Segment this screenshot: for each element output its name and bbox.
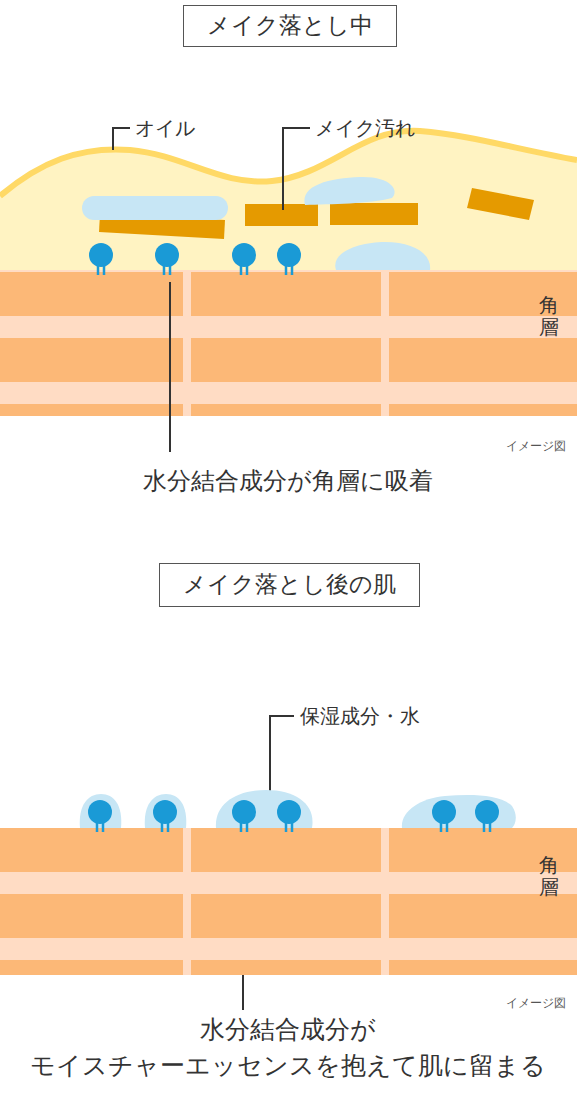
- annotation: メイク汚れ: [315, 114, 415, 143]
- layer-name: 角層: [539, 854, 559, 898]
- annotation: オイル: [135, 114, 195, 143]
- annotation: 水分結合成分が モイスチャーエッセンスを抱えて肌に留まる: [3, 1012, 573, 1085]
- annotation: 水分結合成分が角層に吸着: [143, 464, 433, 499]
- heading-box: メイク落とし中: [183, 5, 397, 47]
- water-binding-molecules: [89, 243, 301, 275]
- water-binding-molecules: [88, 800, 499, 832]
- heading-text: メイク落とし後の肌: [183, 571, 396, 597]
- annotation: イメージ図: [506, 438, 566, 455]
- skin-layer: [0, 828, 577, 975]
- heading-box: メイク落とし後の肌: [159, 563, 420, 607]
- skin-band: 角層: [0, 270, 577, 416]
- moisture: [82, 177, 430, 270]
- annotation: 保湿成分・水: [300, 702, 420, 731]
- heading-text: メイク落とし中: [207, 12, 373, 38]
- layer-name: 角層: [539, 294, 559, 338]
- skin-band: 角層: [0, 828, 577, 975]
- skin-layer: [0, 270, 577, 416]
- oil-surface: [0, 131, 577, 196]
- annotation: イメージ図: [506, 995, 566, 1012]
